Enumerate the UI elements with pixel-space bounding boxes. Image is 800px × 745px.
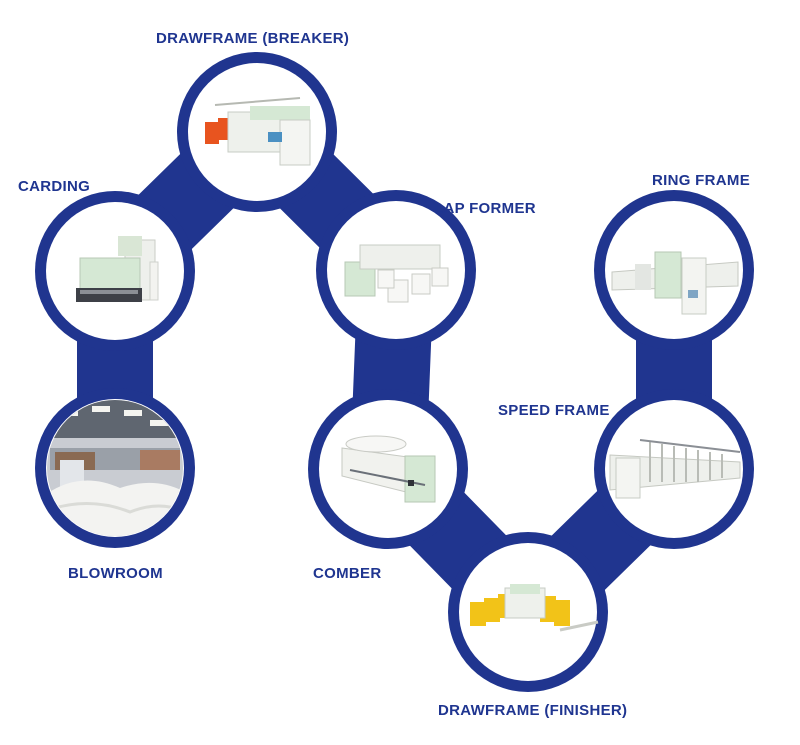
drawframe-finisher-machine-icon bbox=[470, 584, 599, 632]
stage-label-carding: CARDING bbox=[18, 178, 91, 195]
carding-machine-icon bbox=[76, 236, 159, 302]
stage-node-drawframe-breaker bbox=[188, 63, 326, 201]
stage-label-blowroom: BLOWROOM bbox=[68, 565, 163, 582]
stage-label-drawframe-finisher: DRAWFRAME (FINISHER) bbox=[438, 702, 628, 719]
stage-node-speed-frame bbox=[605, 400, 743, 538]
stage-node-carding bbox=[46, 202, 184, 340]
stage-label-comber: COMBER bbox=[313, 565, 382, 582]
ring-frame-machine-icon bbox=[611, 251, 739, 315]
stage-node-ring-frame bbox=[605, 201, 743, 339]
stage-node-blowroom bbox=[46, 399, 184, 537]
chain-connector bbox=[35, 52, 754, 692]
drawframe-breaker-machine-icon bbox=[205, 97, 311, 166]
stage-node-comber bbox=[319, 400, 457, 538]
blowroom-photo-icon bbox=[47, 400, 183, 536]
comber-machine-icon bbox=[341, 435, 436, 503]
stage-label-ring-frame: RING FRAME bbox=[652, 172, 750, 189]
stage-label-lap-former: LAP FORMER bbox=[434, 200, 536, 217]
stage-label-drawframe-breaker: DRAWFRAME (BREAKER) bbox=[156, 30, 350, 47]
stage-node-drawframe-finisher bbox=[459, 543, 599, 681]
stage-node-lap-former bbox=[327, 201, 465, 339]
speed-frame-machine-icon bbox=[609, 439, 741, 499]
stage-label-speed-frame: SPEED FRAME bbox=[498, 402, 610, 419]
lap-former-machine-icon bbox=[344, 244, 449, 303]
